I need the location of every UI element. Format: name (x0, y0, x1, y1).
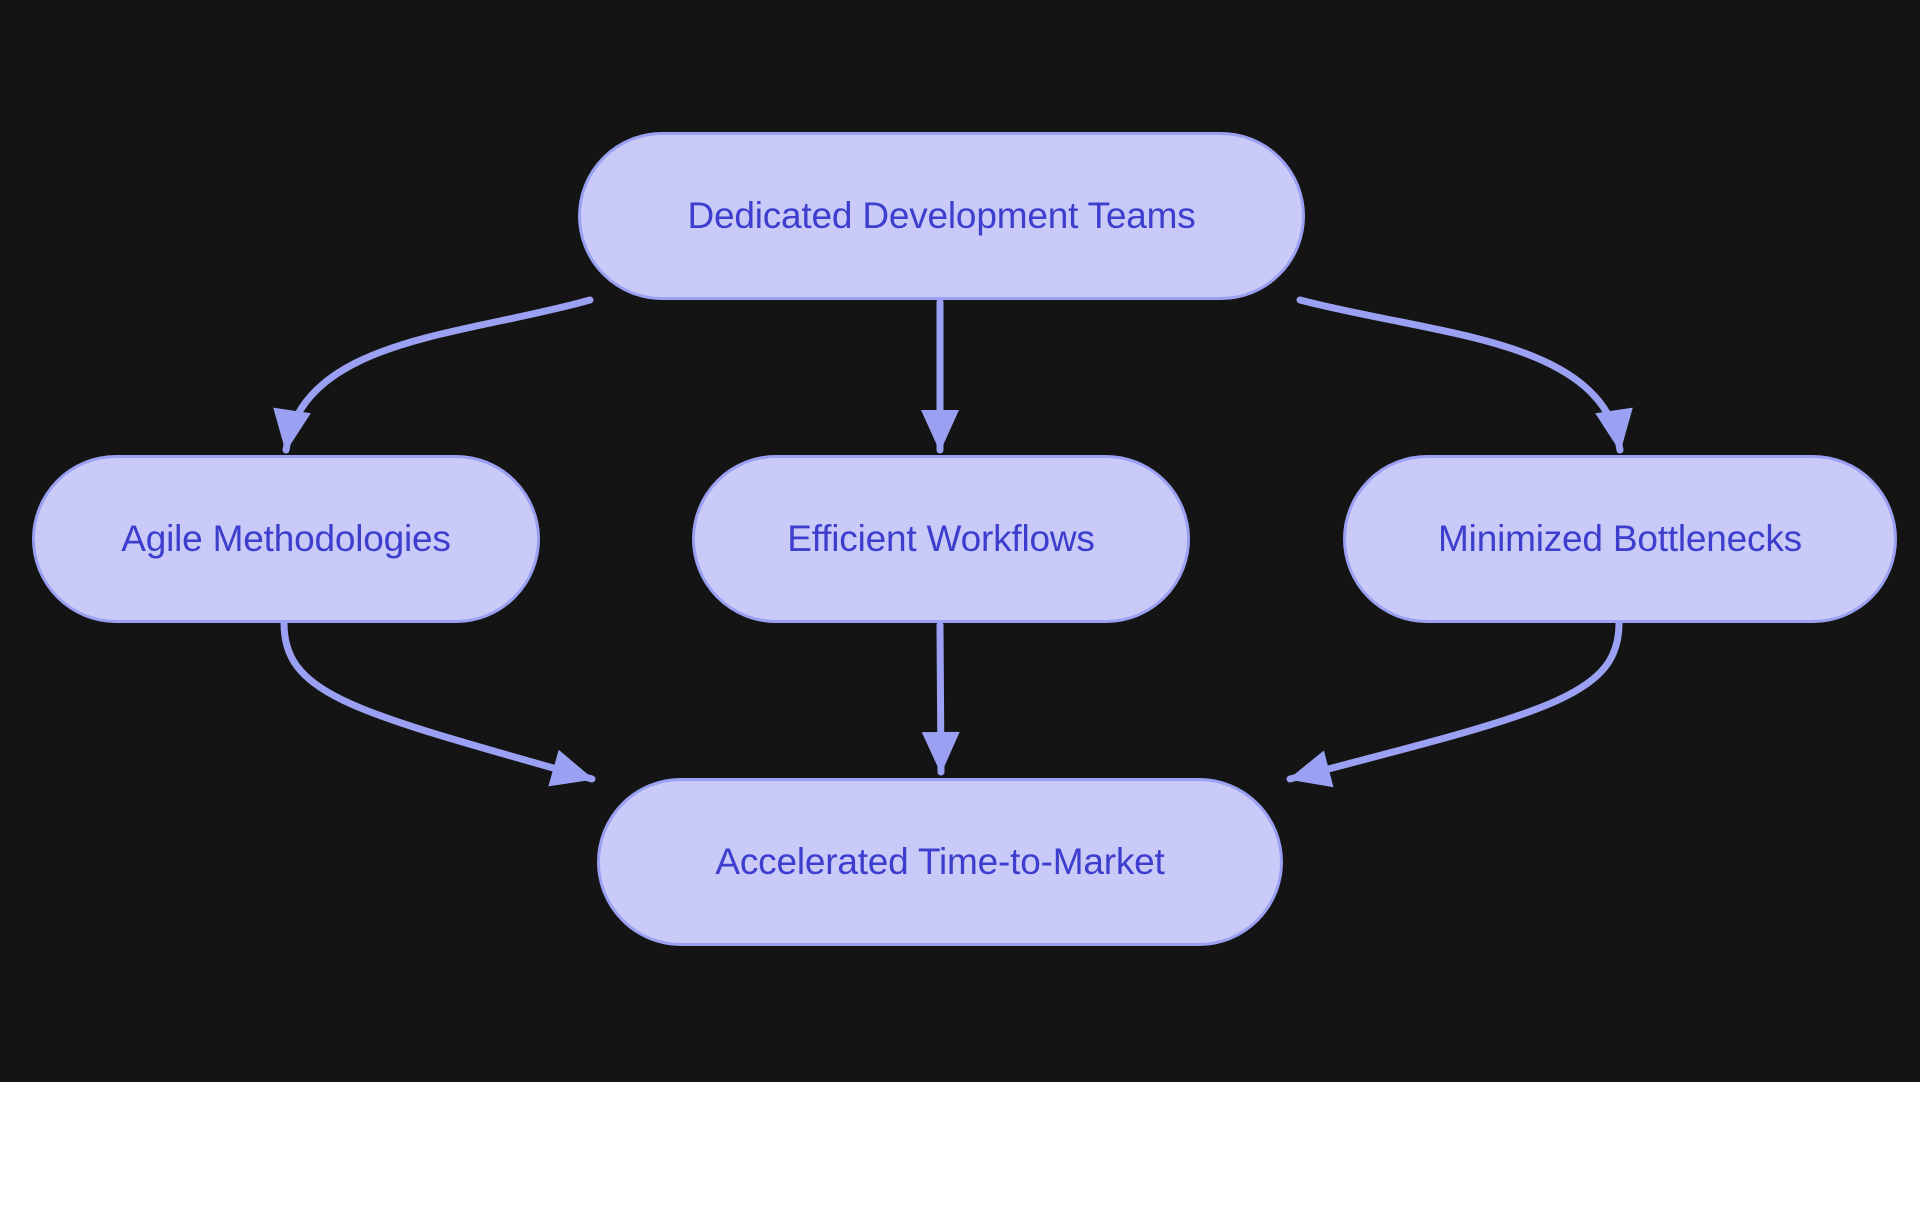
node-efficient-workflows: Efficient Workflows (692, 455, 1190, 623)
node-dedicated-development-teams: Dedicated Development Teams (578, 132, 1305, 300)
edge-right-to-bottom (1286, 619, 1623, 788)
node-label: Minimized Bottlenecks (1438, 517, 1802, 559)
node-label: Agile Methodologies (121, 517, 451, 559)
footer-band: S (0, 1082, 1920, 1215)
flowchart-canvas: Dedicated Development Teams Agile Method… (0, 0, 1920, 1082)
node-agile-methodologies: Agile Methodologies (32, 455, 540, 623)
edge-top-to-left (273, 296, 594, 454)
node-label: Efficient Workflows (787, 517, 1095, 559)
edge-center-to-bottom (921, 621, 960, 776)
edge-top-to-right (1296, 296, 1633, 454)
node-accelerated-time-to-market: Accelerated Time-to-Market (597, 778, 1283, 946)
node-label: Accelerated Time-to-Market (715, 840, 1165, 882)
node-label: Dedicated Development Teams (687, 194, 1196, 236)
edge-left-to-bottom (280, 619, 596, 787)
diagram-arrows (273, 296, 1633, 788)
node-minimized-bottlenecks: Minimized Bottlenecks (1343, 455, 1897, 623)
